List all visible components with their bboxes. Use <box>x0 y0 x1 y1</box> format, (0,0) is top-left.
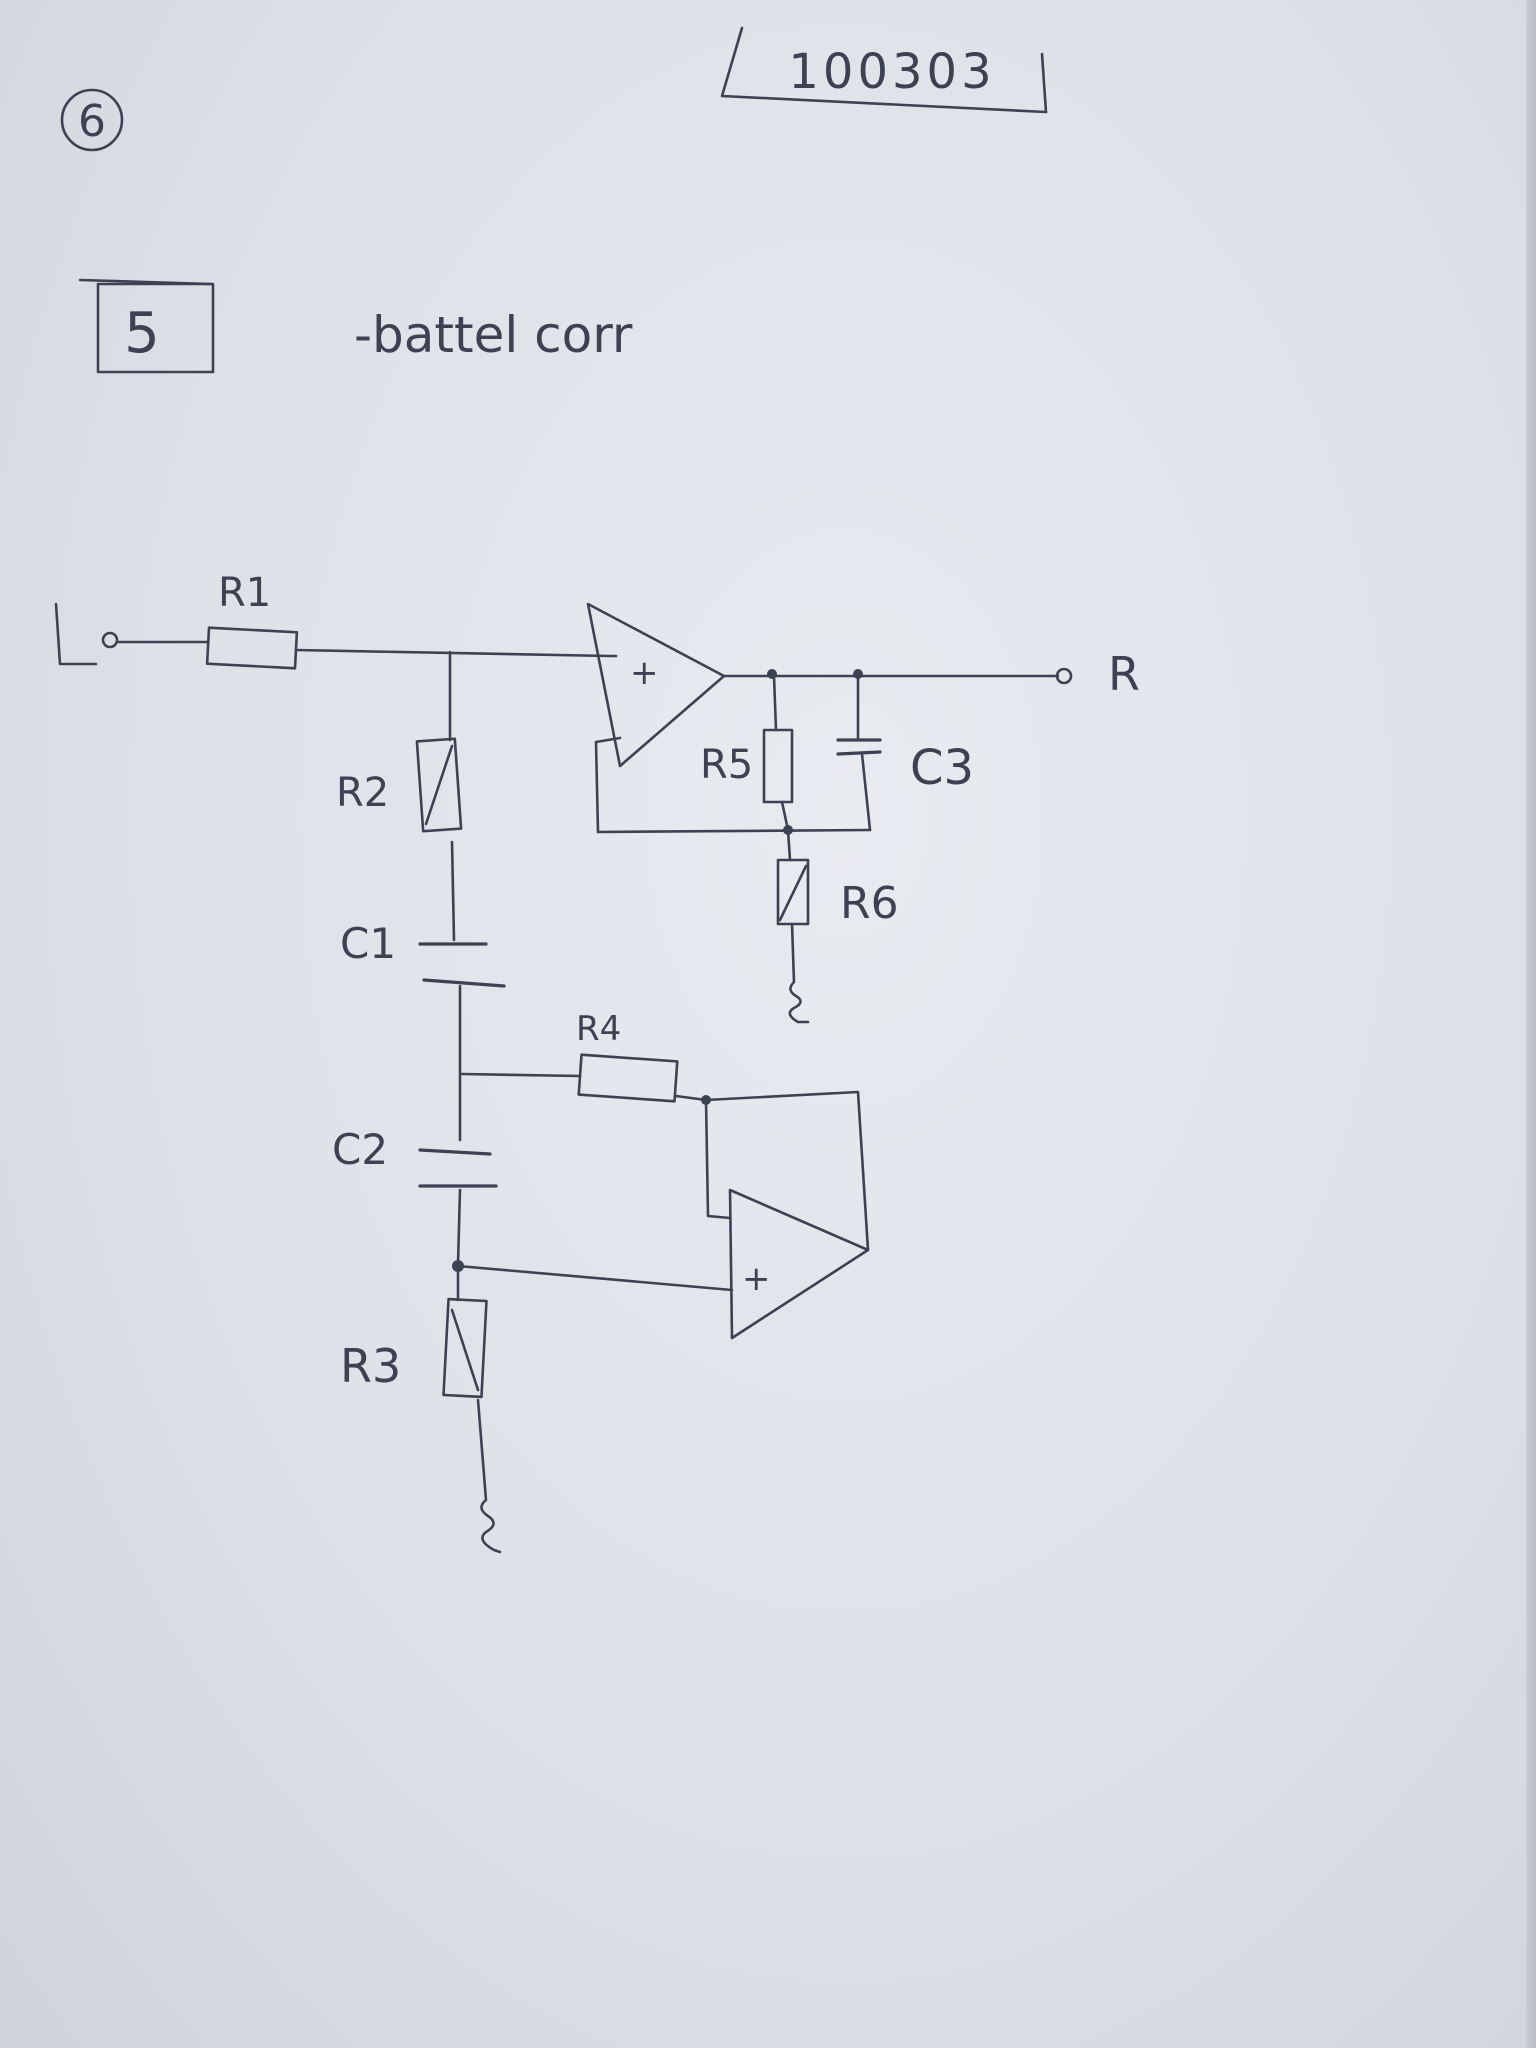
ground-r6 <box>788 922 810 1024</box>
wire-node-r4 <box>460 1072 582 1078</box>
wire-r4-feedback <box>674 1090 870 1252</box>
resistor-r3: R3 <box>340 1297 488 1399</box>
sheet-code-box: 100303 <box>720 26 1048 114</box>
header-note: -battel corr <box>354 306 633 364</box>
page-number: 6 <box>78 96 106 147</box>
input-terminal: L <box>48 602 119 670</box>
r5-label: R5 <box>700 742 753 788</box>
r4-label: R4 <box>576 1009 621 1049</box>
wire-opamp2-plus <box>456 1264 734 1292</box>
resistor-r1: R1 <box>205 570 299 670</box>
r1-label: R1 <box>218 570 271 616</box>
opamp-2: + <box>728 1188 870 1340</box>
c2-label: C2 <box>332 1125 388 1174</box>
node-out-a <box>767 669 777 679</box>
wire-r2-c1 <box>450 840 456 942</box>
r2-label: R2 <box>336 770 389 816</box>
ground-r3 <box>476 1398 502 1554</box>
capacitor-c1: C1 <box>340 919 506 988</box>
resistor-r5: R5 <box>700 674 794 832</box>
r3-label: R3 <box>340 1339 401 1393</box>
capacitor-c3: C3 <box>836 674 974 832</box>
c1-label: C1 <box>340 919 396 968</box>
capacitor-c2: C2 <box>332 1125 498 1188</box>
wire-opamp2-minus <box>704 1098 732 1220</box>
resistor-r2: R2 <box>336 737 463 833</box>
c3-label: C3 <box>910 740 974 796</box>
paper-edge <box>1526 0 1536 2048</box>
r6-label: R6 <box>840 878 899 929</box>
resistor-r6: R6 <box>776 825 899 929</box>
section-number: 5 <box>124 301 160 366</box>
input-label: L <box>48 624 71 670</box>
wire-opamp1-feedback <box>594 736 872 834</box>
wire-r1-node <box>294 648 612 658</box>
output-terminal: R <box>1055 647 1140 701</box>
opamp2-plus: + <box>742 1259 771 1299</box>
page-number-badge: 6 <box>60 88 124 152</box>
section-number-box: 5 <box>78 278 215 374</box>
resistor-r4: R4 <box>576 1009 679 1103</box>
opamp1-plus: + <box>630 653 659 693</box>
sheet-code: 100303 <box>788 44 995 100</box>
output-label: R <box>1108 647 1140 701</box>
opamp-1: + <box>586 602 726 768</box>
wire-c2-node <box>456 1188 462 1266</box>
node-out-b <box>853 669 863 679</box>
